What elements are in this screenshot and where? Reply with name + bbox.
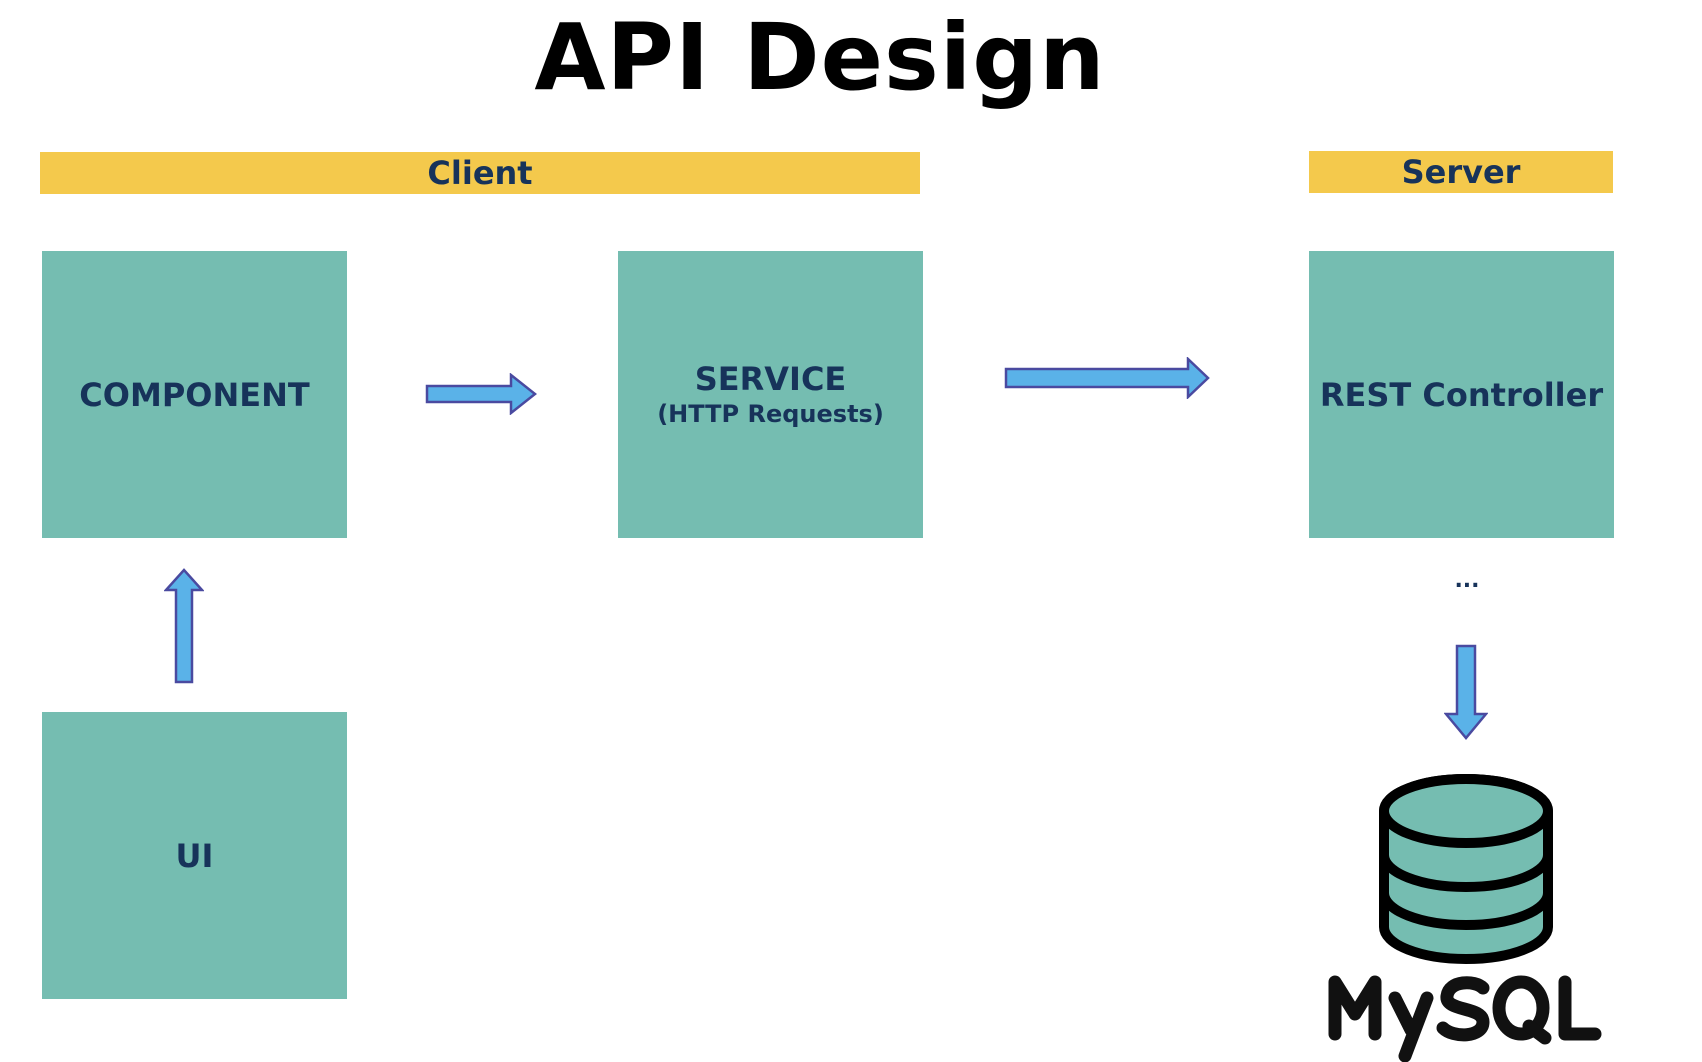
arrow-right-icon [1004,357,1210,399]
component-box-label: COMPONENT [79,375,310,414]
ui-box: UI [42,712,347,999]
rest-controller-box: REST Controller [1309,251,1614,538]
service-box-sublabel: (HTTP Requests) [657,399,884,428]
rest-controller-box-label: REST Controller [1319,375,1604,414]
service-box: SERVICE (HTTP Requests) [618,251,923,538]
component-box: COMPONENT [42,251,347,538]
arrow-down-icon [1444,644,1488,740]
arrow-right-icon [425,373,537,415]
arrow-up-icon [164,568,204,684]
client-band-label: Client [427,154,533,192]
mysql-logo [1328,975,1602,1062]
server-band-label: Server [1401,153,1521,191]
database-icon [1379,774,1553,964]
page-title: API Design [534,4,1106,111]
ellipsis: ... [1454,568,1480,593]
client-band: Client [40,152,920,194]
server-band: Server [1309,151,1613,193]
ui-box-label: UI [175,836,214,875]
service-box-label: SERVICE [694,359,847,398]
